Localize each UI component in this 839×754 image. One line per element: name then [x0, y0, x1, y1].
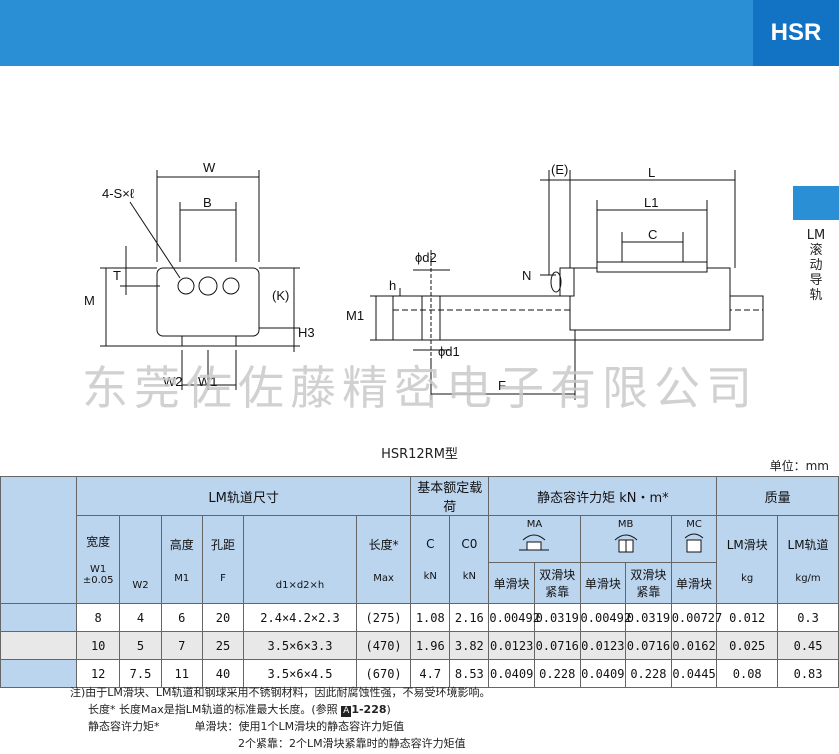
- label-H3: H3: [298, 325, 315, 340]
- moment-b-icon: [614, 534, 637, 553]
- label-F: F: [498, 378, 506, 393]
- label-K: (K): [272, 288, 289, 303]
- unit-label: 单位：mm: [769, 459, 829, 473]
- side-tab: [793, 186, 839, 220]
- label-T: T: [113, 268, 121, 283]
- col-length: 长度*Max: [355, 515, 412, 604]
- header-mass: 质量: [716, 476, 839, 516]
- note-4: 2个紧靠：2个LM滑块紧靠时的静态容许力矩值: [238, 737, 466, 750]
- label-M: M: [84, 293, 95, 308]
- label-E: (E): [551, 162, 568, 177]
- label-S: 4-S×ℓ: [102, 186, 135, 201]
- label-W2: W2: [163, 374, 183, 389]
- col-MB-single: 单滑块: [579, 562, 627, 604]
- label-B: B: [203, 195, 212, 210]
- leader-S: [129, 201, 181, 279]
- front-view: [100, 170, 300, 390]
- rail-outline: [181, 336, 237, 347]
- header-lead: [0, 476, 77, 604]
- note-3: 静态容许力矩* 单滑块：使用1个LM滑块的静态容许力矩值: [88, 720, 405, 733]
- grease-nipple: [550, 271, 562, 293]
- label-d2: ϕd2: [415, 250, 437, 265]
- header-bar: [0, 0, 839, 66]
- col-W2: W2: [119, 515, 162, 604]
- bolt-hole-right: [222, 277, 240, 295]
- col-MC-single: 单滑块: [670, 562, 718, 604]
- col-MA-double: 双滑块紧靠: [533, 562, 581, 604]
- label-h: h: [389, 278, 396, 293]
- header-load: 基本额定载荷: [410, 476, 490, 516]
- center-hole: [198, 276, 218, 296]
- side-label: LM滚动导轨: [806, 228, 826, 303]
- label-W: W: [203, 160, 216, 175]
- brand-label: HSR: [753, 0, 839, 66]
- block-side: [569, 267, 731, 331]
- end-seal: [559, 267, 575, 297]
- model-title: HSR12RM型: [381, 447, 458, 462]
- header-rail-dims: LM轨道尺寸: [75, 476, 412, 516]
- watermark: 东莞佐佐藤精密电子有限公司: [82, 361, 758, 415]
- label-L: L: [648, 165, 655, 180]
- col-d: d1×d2×h: [243, 515, 357, 604]
- col-MB: MB: [579, 515, 672, 563]
- col-MA-single: 单滑块: [488, 562, 535, 604]
- col-MB-double: 双滑块紧靠: [625, 562, 672, 604]
- side-view: [370, 170, 764, 400]
- label-N: N: [522, 268, 531, 283]
- moment-a-icon: [519, 534, 550, 551]
- moment-c-icon: [684, 533, 704, 553]
- label-W1: W1: [198, 374, 218, 389]
- col-MA: MA: [488, 515, 581, 563]
- label-M1: M1: [346, 308, 364, 323]
- label-C: C: [648, 227, 657, 242]
- label-L1: L1: [644, 195, 658, 210]
- block-outline: [156, 267, 260, 337]
- note-1: 注)由于LM滑块、LM轨道和钢球采用不锈钢材料，因此耐腐蚀性强，不易受环境影响。: [70, 686, 491, 699]
- bolt-hole-left: [177, 277, 195, 295]
- col-MC: MC: [670, 515, 718, 563]
- label-d1: ϕd1: [438, 344, 460, 359]
- header-moment: 静态容许力矩 kN・m*: [488, 476, 718, 516]
- technical-drawing: W B 4-S×ℓ T M (K) H3 W2 W1 ϕd2 ϕd1 h M1 …: [84, 160, 764, 400]
- footnotes: 注)由于LM滑块、LM轨道和钢球采用不锈钢材料，因此耐腐蚀性强，不易受环境影响。…: [70, 684, 491, 752]
